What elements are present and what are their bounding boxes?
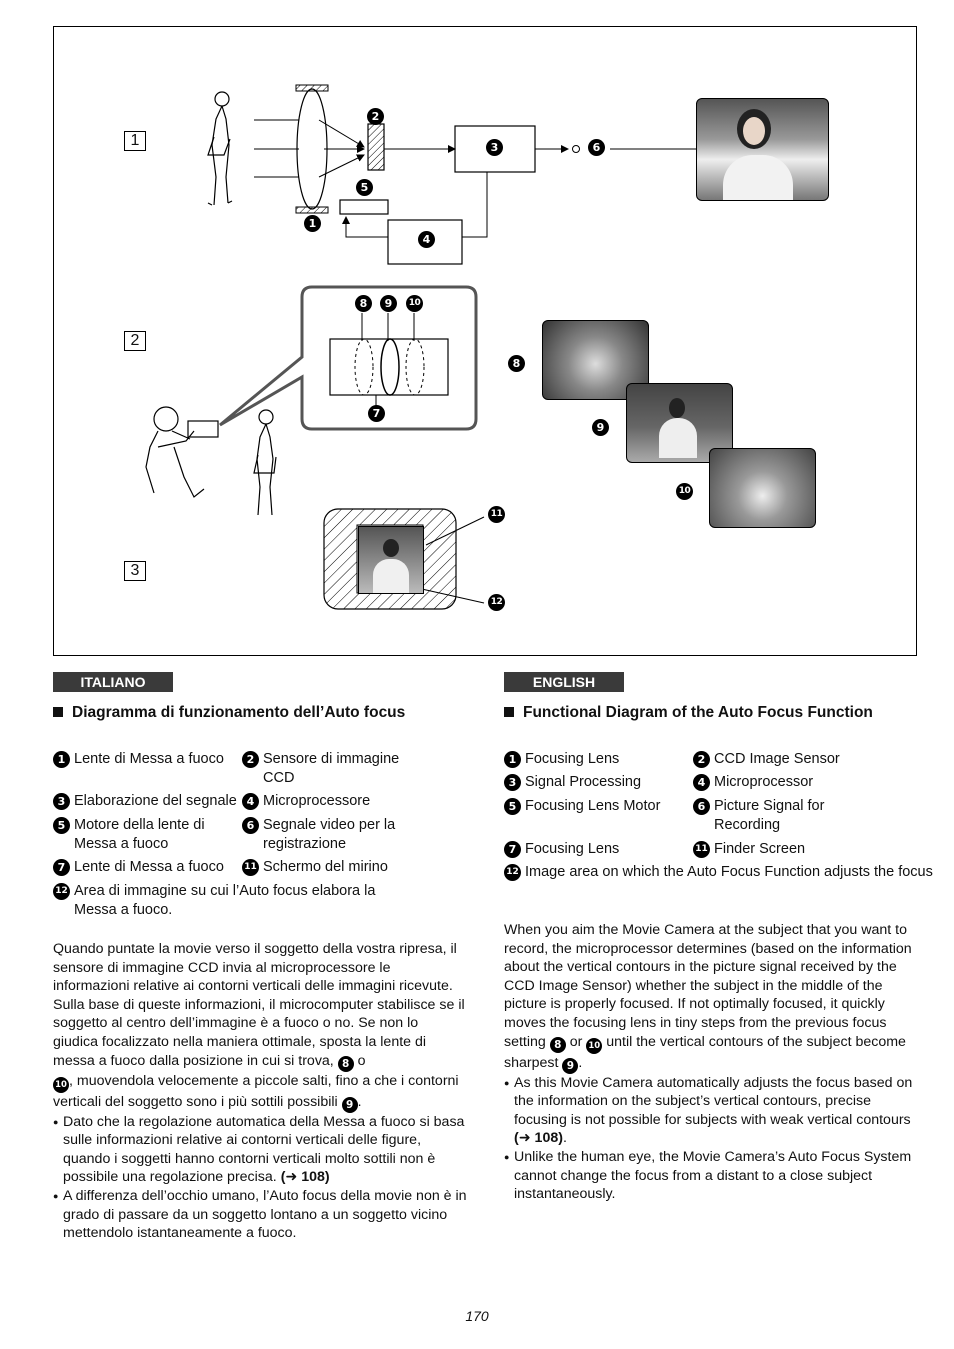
bullet-en-1: As this Movie Camera automatically adjus…	[504, 1074, 918, 1148]
figure-bullet-11: 11	[488, 506, 505, 523]
recorded-picture-photo	[696, 98, 829, 201]
af-diagram-figure: 1 2 3 1 2 3 4 5 6 7 8 9 10 8 9 10 11 12	[53, 26, 917, 656]
lang-bar-english: ENGLISH	[504, 672, 624, 692]
heading-italiano: Diagramma di funzionamento dell’Auto foc…	[53, 704, 405, 722]
paragraph-en-1: When you aim the Movie Camera at the sub…	[504, 922, 912, 1074]
figure-bullet-8b: 8	[508, 355, 525, 372]
figure-bullet-5: 5	[356, 179, 373, 196]
standing-woman-2-figure	[253, 409, 277, 516]
section-label-1: 1	[124, 131, 146, 151]
paragraph-it-1: Quando puntate la movie verso il soggett…	[53, 941, 465, 1113]
figure-bullet-10b: 10	[676, 483, 693, 500]
body-italiano: Quando puntate la movie verso il soggett…	[53, 940, 467, 1243]
bullet-it-1: Dato che la regolazione automatica della…	[53, 1113, 467, 1187]
figure-bullet-12: 12	[488, 594, 505, 611]
bullet-en-2: Unlike the human eye, the Movie Camera’s…	[504, 1148, 918, 1204]
figure-bullet-8: 8	[355, 295, 372, 312]
section-label-2: 2	[124, 331, 146, 351]
section-label-3: 3	[124, 561, 146, 581]
finder-screen-photo	[358, 526, 424, 594]
body-english: When you aim the Movie Camera at the sub…	[504, 921, 918, 1204]
heading-english: Functional Diagram of the Auto Focus Fun…	[504, 704, 873, 722]
camera-operator-figure	[145, 406, 219, 498]
figure-bullet-9: 9	[380, 295, 397, 312]
figure-bullet-4: 4	[418, 231, 435, 248]
figure-bullet-9b: 9	[592, 419, 609, 436]
figure-bullet-10: 10	[406, 295, 423, 312]
lang-bar-italiano: ITALIANO	[53, 672, 173, 692]
figure-bullet-1: 1	[304, 215, 321, 232]
defocused-far-photo	[709, 448, 816, 528]
page-number: 170	[465, 1308, 489, 1324]
standing-woman-figure	[207, 91, 233, 206]
figure-bullet-7: 7	[368, 405, 385, 422]
figure-bullet-6: 6	[588, 139, 605, 156]
figure-bullet-3: 3	[486, 139, 503, 156]
figure-bullet-2: 2	[367, 108, 384, 125]
bullet-it-2: A differenza dell’occhio umano, l’Auto f…	[53, 1187, 467, 1243]
